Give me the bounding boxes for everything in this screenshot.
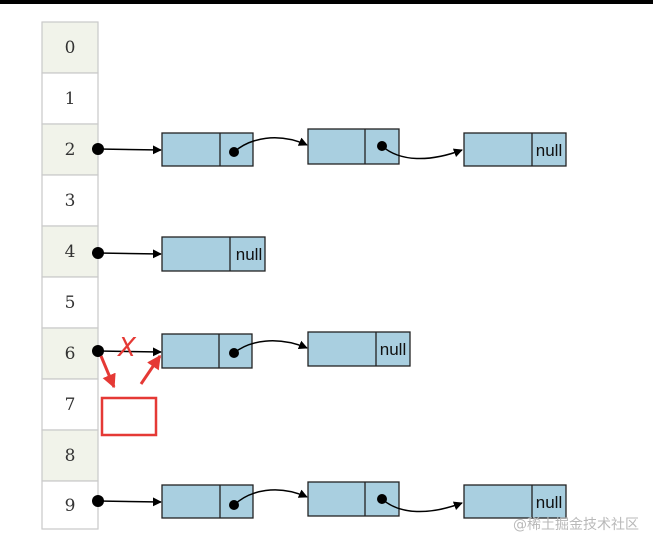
bucket-index-4: 4 — [65, 242, 76, 262]
bucket-cell-1 — [41, 72, 99, 125]
bucket-cell-7 — [41, 378, 99, 431]
bucket-index-1: 1 — [65, 89, 76, 109]
bucket-index-9: 9 — [65, 496, 76, 516]
next-link-arrow — [233, 340, 308, 354]
pointer-arrow — [97, 497, 162, 507]
list-node: null — [463, 132, 567, 167]
bucket-index-2: 2 — [65, 140, 76, 160]
chain-bucket-6: null — [92, 331, 411, 369]
bucket-cell-8 — [41, 429, 99, 482]
next-link-arrow — [233, 137, 308, 153]
bucket-index-0: 0 — [65, 38, 76, 58]
null-label: null — [236, 245, 262, 264]
bucket-index-5: 5 — [65, 293, 76, 313]
bucket-cell-9 — [41, 480, 99, 530]
null-label: null — [536, 493, 562, 512]
bucket-index-6: 6 — [65, 344, 76, 364]
red-arrow-down — [99, 355, 116, 389]
chain-bucket-4: null — [92, 236, 266, 272]
null-label: null — [380, 340, 406, 359]
next-link-arrow — [381, 145, 463, 160]
watermark: @稀土掘金技术社区 — [513, 517, 639, 533]
pointer-arrow — [97, 249, 162, 259]
next-link-arrow — [233, 489, 308, 506]
next-link-arrow — [381, 498, 463, 513]
list-node: null — [463, 484, 567, 519]
bucket-index-7: 7 — [65, 395, 76, 415]
list-node — [161, 132, 254, 167]
pointer-arrow — [97, 145, 162, 155]
list-node: null — [161, 236, 266, 272]
null-label: null — [536, 141, 562, 160]
new-node-box — [100, 396, 158, 437]
list-node — [161, 333, 253, 369]
list-node — [307, 481, 400, 517]
bucket-index-8: 8 — [65, 446, 76, 466]
insertion-annotation: X — [99, 333, 162, 437]
chain-bucket-9: null — [92, 481, 567, 519]
bucket-array: 0 1 2 3 4 5 6 7 8 9 — [41, 21, 99, 530]
top-border — [0, 0, 653, 4]
cross-mark: X — [116, 333, 137, 363]
red-arrow-up — [139, 354, 162, 385]
chain-bucket-2: null — [92, 128, 567, 167]
bucket-index-3: 3 — [65, 191, 76, 211]
list-node: null — [307, 331, 411, 367]
list-node — [307, 128, 400, 165]
pointer-arrow — [97, 347, 162, 357]
